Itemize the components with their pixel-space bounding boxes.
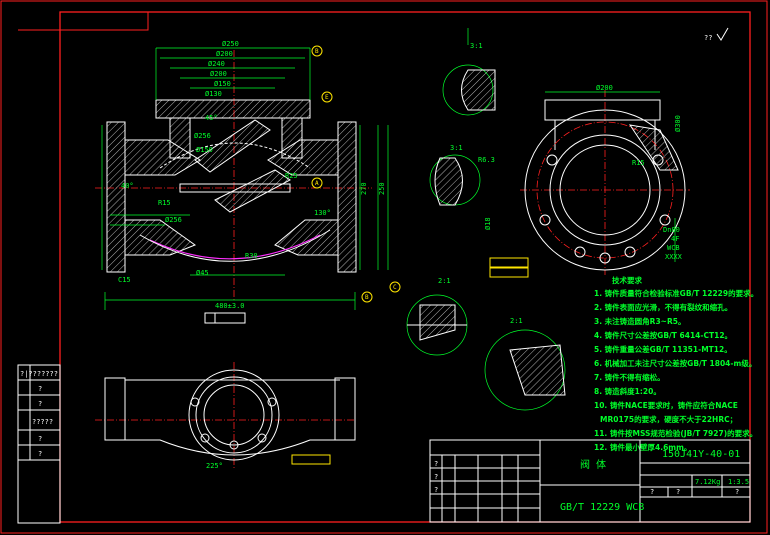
notes-title: 技术要求 [612,275,642,285]
dim-d8: Ø150 [196,146,213,154]
tb-q-4: ? [650,488,654,496]
dim-d5: Ø150 [214,80,231,88]
title-block: 150J41Y-40-01 阀 体 GB/T 12229 WCB 7.12Kg … [429,439,751,523]
note-2: 2. 铸件表面应光滑，不得有裂纹和缩孔。 [594,302,732,312]
tb-q-3: ? [434,486,438,494]
note-11-prefix: 11. [594,429,607,438]
dim-d15: R15 [158,199,171,207]
ident-mark-3: WCB [667,244,680,252]
detail-view-2-1-left: 2:1 [406,277,468,356]
side-view: Ø200 R15 Ø300 Dn80 4F WCB XXXX ?? [520,27,729,275]
left-table-row-2: ? [38,385,42,393]
note-8: 8. 铸造斜度1:20。 [594,386,661,396]
left-table-row-4: ????? [32,418,53,426]
sheet-border-inner [59,11,751,523]
note-3: 3. 未注铸造圆角R3~R5。 [594,316,685,326]
dim-d3: Ø240 [208,60,225,68]
dim-d14: R30 [245,252,258,260]
tb-q-5: ? [676,488,680,496]
tb-q-1: ? [434,460,438,468]
dim-d20: Ø300 [674,115,682,132]
balloon-e-label: E [325,94,329,101]
left-table-row-6: ? [38,450,42,458]
note-4: 4. 铸件尺寸公差按GB/T 6414-CT12。 [594,330,732,340]
ident-mark-2: 4F [671,235,679,243]
top-view: 225° [95,362,356,470]
dim-d7: Ø256 [194,132,211,140]
balloon-b-top-label: B [315,48,319,55]
dim-d6: Ø130 [205,90,222,98]
dim-d19: Ø200 [596,84,613,92]
detail-view-middle: 3:1 R6.3 Ø18 [429,144,529,278]
dim-d24: R6.3 [478,156,495,164]
detail-view-2-1-right: 2:1 [484,317,566,411]
balloon-e [321,91,333,103]
dim-d1: Ø250 [222,40,239,48]
note-6: 6. 机械加工未注尺寸公差按GB/T 1804-m级。 [594,358,756,368]
balloon-b-bottom-label: B [365,294,369,301]
dim-d27: 270 [360,182,368,195]
note-9-cont: MR0175的要求，硬度不大于22HRC； [600,414,737,425]
ident-mark-4: XXXX [665,253,683,261]
dim-d2: Ø200 [216,50,233,58]
dim-d4: Ø200 [210,70,227,78]
tb-q-6: ? [735,488,739,496]
detail-scale-top: 3:1 [470,42,483,50]
note-11: 铸件按MSS规范检验(JB/T 7927)的要求。 [610,428,757,438]
scale: 1:3.5 [728,478,749,486]
dim-d10: Ø45 [196,269,209,277]
part-name: 阀 体 [580,458,606,471]
drawing-number: 150J41Y-40-01 [662,449,740,460]
dim-d17: C15 [118,276,131,284]
note-12: 铸件最小壁厚4.6mm。 [610,442,691,452]
ident-mark-1: Dn80 [663,226,680,234]
check-mark [716,27,729,41]
note-1: 1. 铸件质量符合检验标准GB/T 12229的要求。 [594,288,758,298]
balloon-a [311,177,323,189]
dim-d9: Ø256 [165,216,182,224]
balloon-b-top [311,45,323,57]
detail-scale-right: 2:1 [510,317,523,325]
left-strip-table: ?|??????? ? ? ????? ? ? [17,364,61,524]
note-12-prefix: 12. [594,443,607,452]
front-section-view: Ø250 Ø200 Ø240 Ø200 Ø150 Ø130 Ø256 Ø150 … [95,40,401,324]
dim-d11: 40° [121,182,134,190]
detail-scale-middle: 3:1 [450,144,463,152]
dim-d18: 225° [206,462,223,470]
note-7: 7. 铸件不得有缩松。 [594,372,665,382]
note-9: 铸件NACE要求时，铸件应符合NACE [610,400,738,410]
tb-q-2: ? [434,473,438,481]
material-spec: GB/T 12229 WCB [560,502,644,513]
balloon-c-label: C [393,284,397,291]
weight: 7.12Kg [695,478,720,486]
dim-d21: R15 [632,159,645,167]
note-5: 5. 铸件重量公差GB/T 11351-MT12。 [594,344,732,354]
corner-marks: ?? [704,34,712,42]
dim-d29: 130° [314,209,331,217]
balloon-b-bottom [361,291,373,303]
detail-scale-left: 2:1 [438,277,451,285]
balloon-c [389,281,401,293]
left-table-row-1: ?|??????? [20,370,58,378]
dim-d13: R25 [285,172,298,180]
technical-notes: 技术要求 1. 铸件质量符合检验标准GB/T 12229的要求。 2. 铸件表面… [594,275,758,452]
dim-d25: Ø18 [484,217,492,230]
left-table-row-3: ? [38,400,42,408]
detail-view-top: 3:1 [442,28,496,116]
top-left-tag [59,11,149,31]
dim-d28: 250 [378,182,386,195]
dim-d16: 480±3.0 [215,302,245,310]
dim-d12: 45° [205,114,218,122]
balloon-a-label: A [315,180,319,187]
note-9-prefix: 10. [594,401,607,410]
left-table-row-5: ? [38,435,42,443]
